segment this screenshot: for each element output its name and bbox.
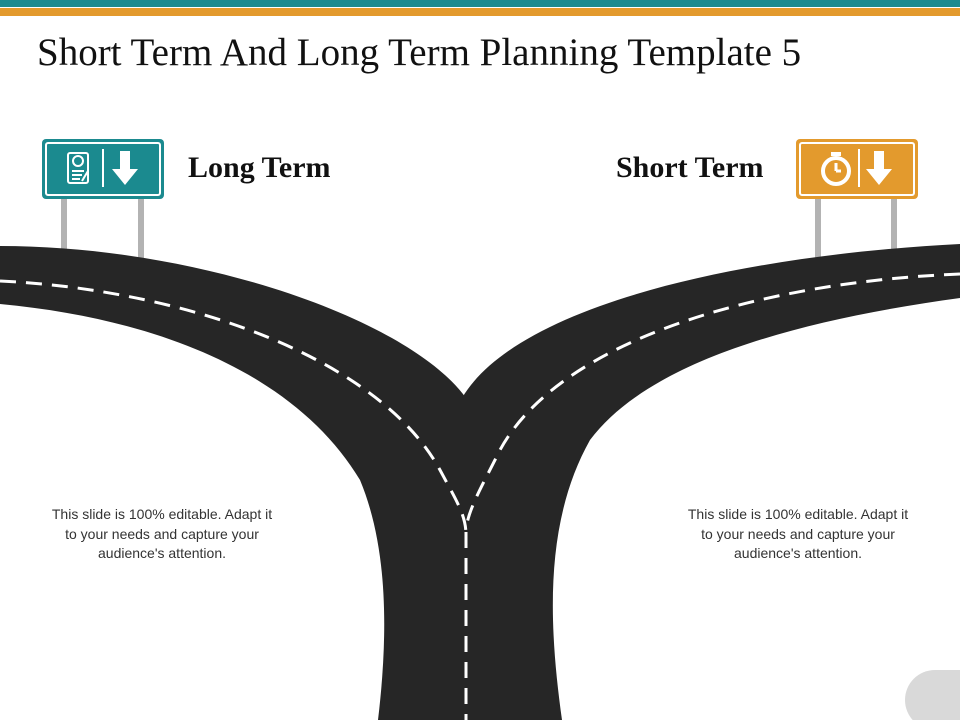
header-accent-bar-orange	[0, 8, 960, 16]
long-term-lane-marking	[0, 279, 468, 536]
sign-divider	[102, 149, 104, 187]
sign-divider	[858, 149, 860, 187]
long-term-sign-post-left	[61, 196, 67, 254]
short-term-road	[460, 244, 960, 720]
arrow-down-icon	[866, 151, 892, 185]
long-term-sign-border	[45, 142, 161, 196]
short-term-description: This slide is 100% editable. Adapt it to…	[687, 506, 909, 561]
short-term-sign	[796, 139, 918, 199]
short-term-sign-post-right	[891, 196, 897, 250]
long-term-sign	[42, 139, 164, 199]
short-term-lane-marking	[464, 272, 960, 531]
long-term-sign-icons	[67, 149, 138, 187]
header-accent-bar-teal	[0, 0, 960, 7]
short-term-sign-border	[799, 142, 915, 196]
long-term-description: This slide is 100% editable. Adapt it to…	[51, 506, 273, 561]
short-term-sign-icons	[821, 149, 892, 187]
slide-title: Short Term And Long Term Planning Templa…	[37, 31, 802, 74]
sign-posts	[61, 196, 897, 264]
long-term-label: Long Term	[188, 151, 331, 184]
short-term-sign-post-left	[815, 196, 821, 262]
document-icon	[67, 152, 89, 184]
corner-tab	[905, 670, 960, 720]
long-term-sign-post-right	[138, 196, 144, 264]
arrow-down-icon	[112, 151, 138, 185]
stopwatch-icon	[821, 152, 851, 186]
short-term-label: Short Term	[616, 151, 764, 184]
long-term-road	[0, 246, 467, 720]
